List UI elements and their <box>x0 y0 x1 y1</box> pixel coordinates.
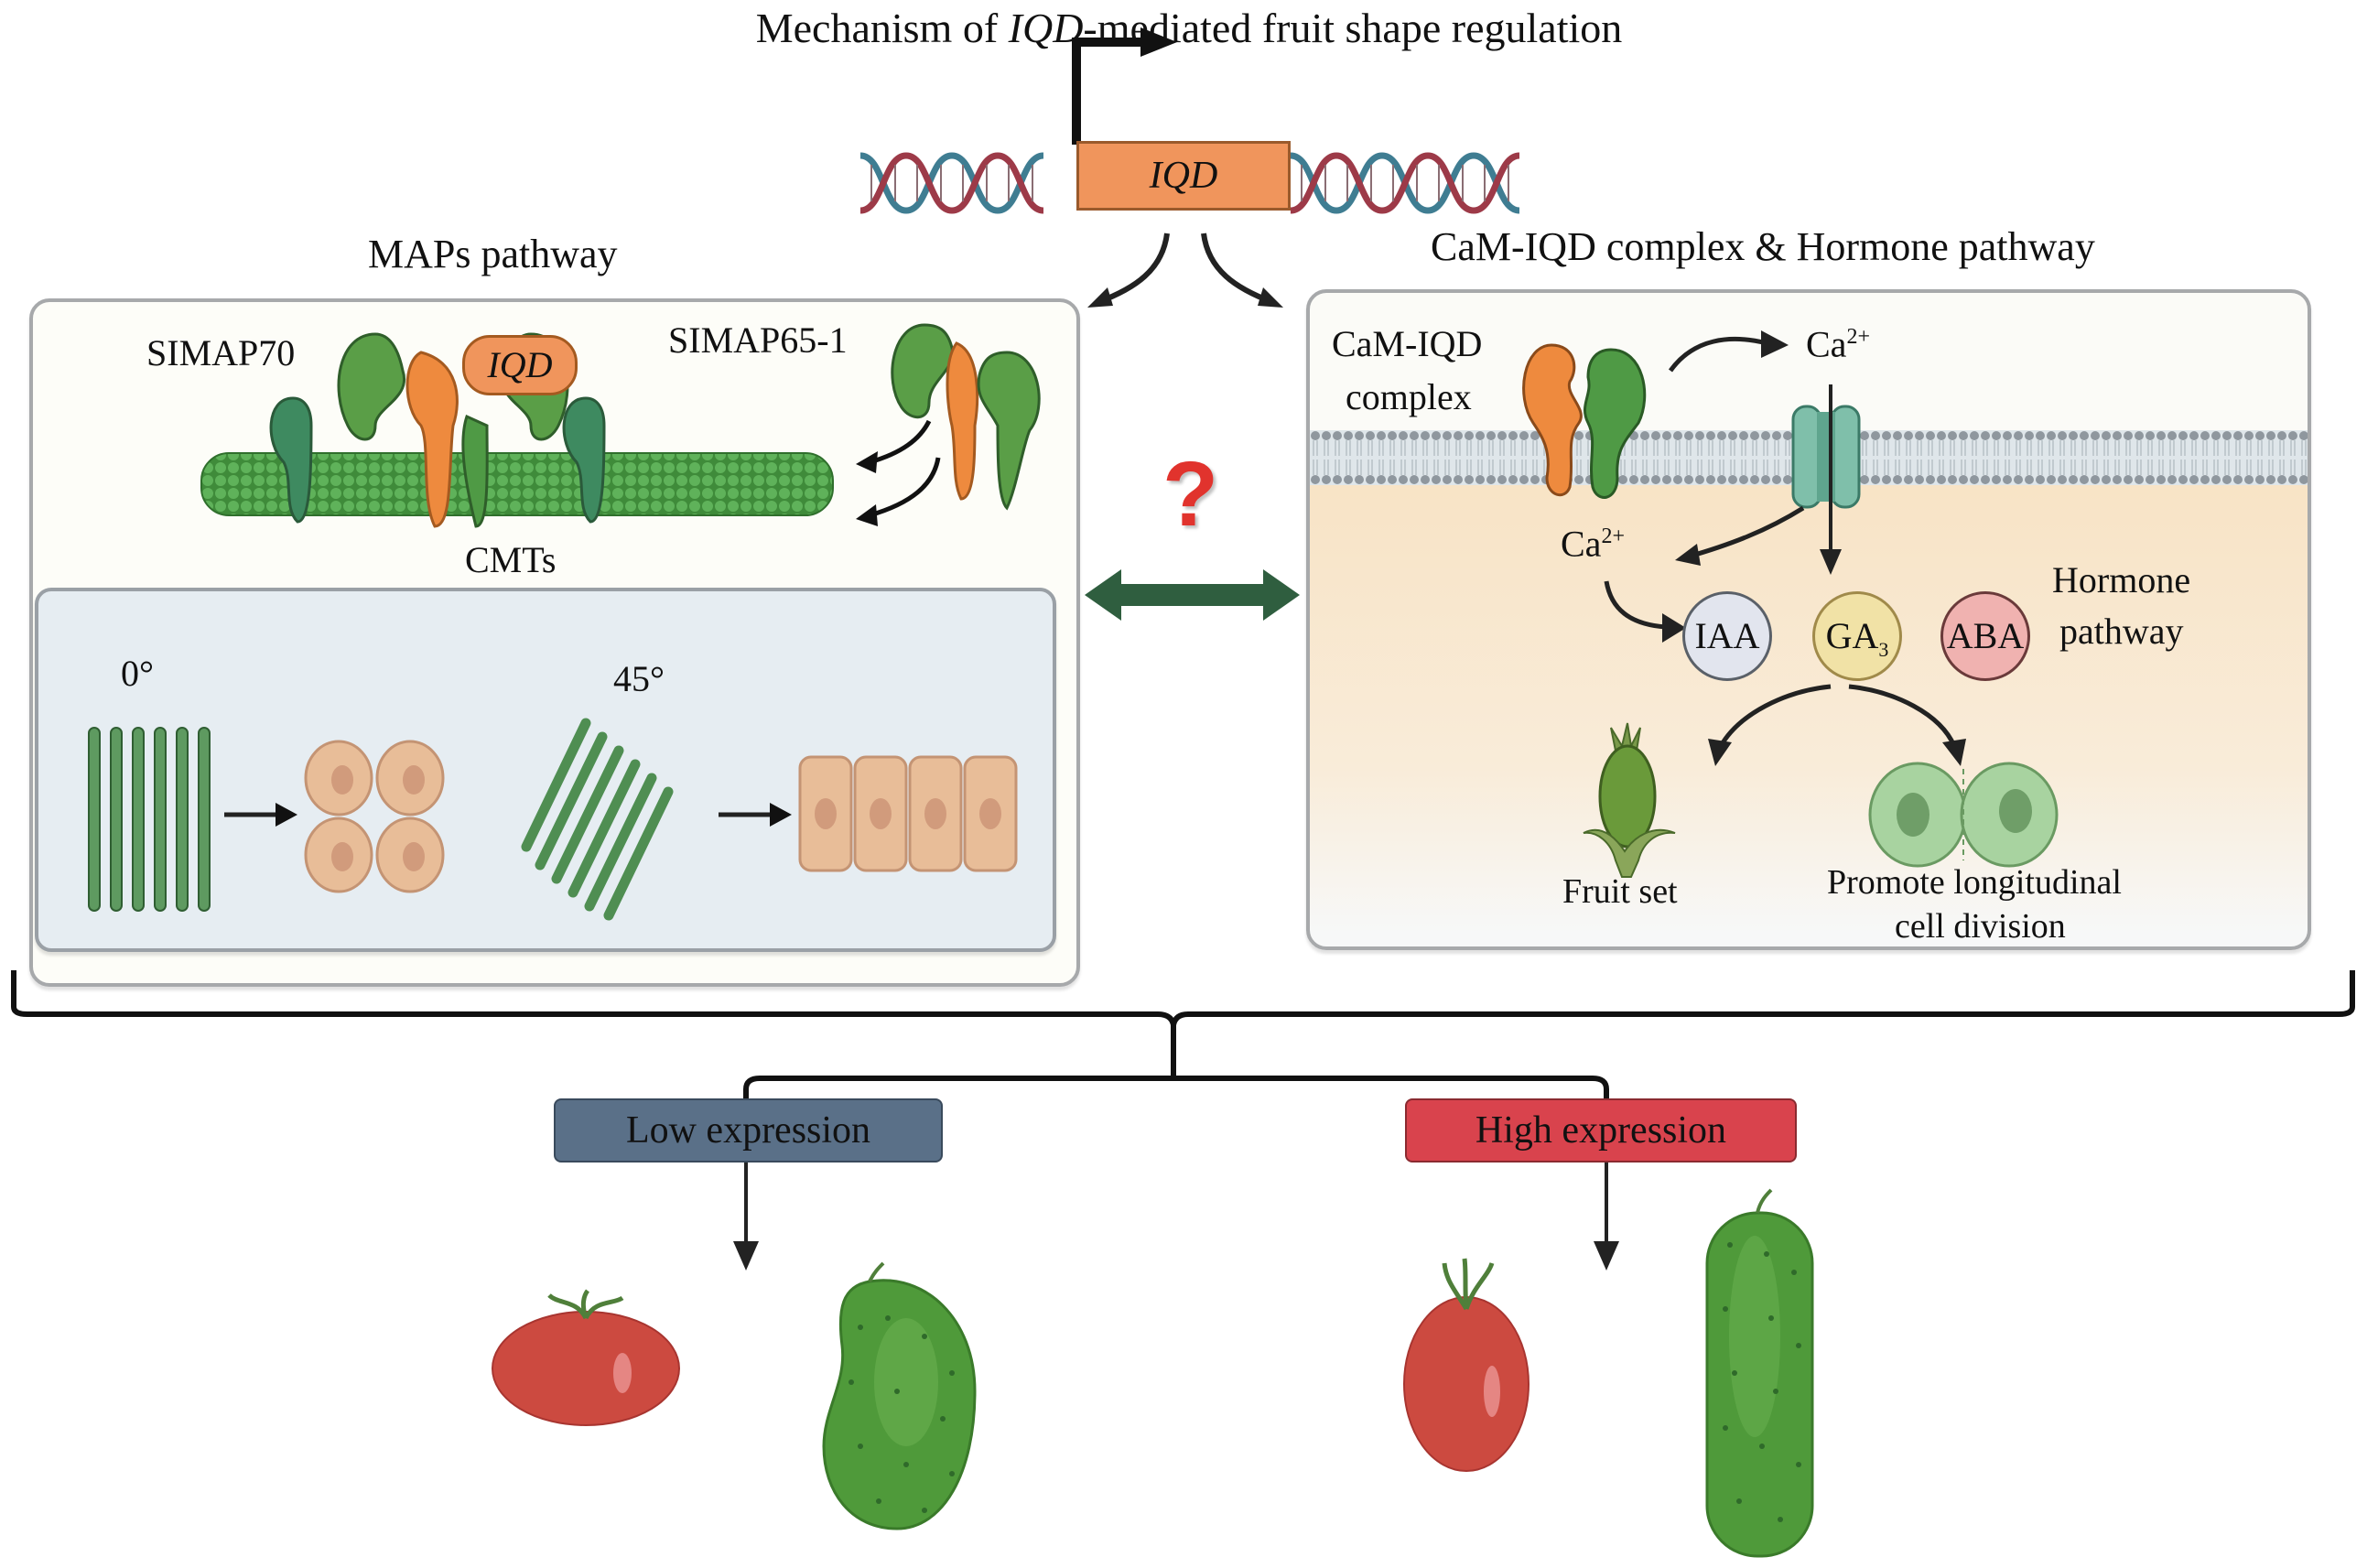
calcium-ion-outside: Ca2+ <box>1806 323 1870 365</box>
high-down-arrow <box>1594 1162 1619 1271</box>
dna-helix-icon <box>859 152 1520 214</box>
promoter-arrow-icon <box>1072 27 1177 145</box>
angle-45-label: 45° <box>613 658 665 699</box>
low-expression-box: Low expression <box>554 1098 943 1162</box>
arrow-right-icon <box>224 803 297 827</box>
iqd-protein-badge: IQD <box>462 335 578 395</box>
calcium-to-hormone-arrow <box>1604 580 1686 643</box>
maps-pathway-title: MAPs pathway <box>368 232 618 276</box>
cmt-diagonal-45deg-icon <box>521 718 674 921</box>
question-mark-icon: ? <box>1162 443 1219 546</box>
grouping-bracket <box>11 970 2355 1117</box>
gene-box: IQD <box>1076 141 1291 211</box>
hormone-pathway-label-line2: pathway <box>2059 611 2184 652</box>
arrowhead-left <box>1087 287 1113 308</box>
dna-left <box>859 152 1044 214</box>
cmt-parallel-0deg-icon <box>88 727 211 912</box>
cmts-label: CMTs <box>465 539 557 580</box>
cell-division-label-line1: Promote longitudinal <box>1827 863 2122 902</box>
simap65-label: SIMAP65-1 <box>668 319 848 361</box>
angle-0-label: 0° <box>121 653 154 694</box>
cam-iqd-complex-icon <box>1522 343 1647 499</box>
fruit-set-icon <box>1583 722 1676 878</box>
short-cucumber-icon <box>822 1261 977 1530</box>
hormone-outcome-arrows <box>1708 684 1966 766</box>
bidirectional-arrow-icon <box>1085 569 1300 621</box>
cam-iqd-label-line1: CaM-IQD <box>1332 323 1483 364</box>
split-arrows <box>1087 232 1283 308</box>
hormone-ga3: GA3 <box>1812 591 1902 681</box>
title-prefix: Mechanism of <box>755 5 1009 51</box>
cell-division-label-line2: cell division <box>1895 907 2066 946</box>
dividing-cell-icon <box>1868 762 2059 868</box>
high-expression-box: High expression <box>1405 1098 1797 1162</box>
dna-right <box>1290 152 1520 214</box>
microtubule-icon <box>200 452 834 516</box>
title-gene: IQD <box>1008 5 1084 51</box>
simap70-label: SIMAP70 <box>146 332 296 373</box>
free-map-complex-icon <box>891 323 1041 511</box>
round-cells-icon <box>304 740 445 893</box>
elongated-tomato-icon <box>1403 1258 1529 1472</box>
figure-title: Mechanism of IQD-mediated fruit shape re… <box>0 7 2378 49</box>
arrow-right-icon <box>719 803 792 827</box>
calcium-ion-inside: Ca2+ <box>1561 523 1625 565</box>
hormone-pathway-label-line1: Hormone <box>2052 559 2191 600</box>
elongated-cells-icon <box>798 755 1018 872</box>
round-tomato-icon <box>492 1289 680 1426</box>
long-cucumber-icon <box>1705 1188 1814 1558</box>
hormone-iaa: IAA <box>1682 591 1772 681</box>
arrowhead-right <box>1258 287 1283 308</box>
channel-down-arrow <box>1820 384 1842 575</box>
calcium-release-arrow <box>1668 330 1789 373</box>
simap70-protein <box>269 396 313 524</box>
cam-iqd-label-line2: complex <box>1346 376 1472 417</box>
cam-hormone-title: CaM-IQD complex & Hormone pathway <box>1431 224 2095 269</box>
fruit-set-label: Fruit set <box>1562 872 1678 911</box>
low-down-arrow <box>733 1162 759 1271</box>
hormone-aba: ABA <box>1940 591 2030 681</box>
binding-arrows <box>856 419 941 526</box>
calcium-influx-arrow <box>1675 505 1805 566</box>
